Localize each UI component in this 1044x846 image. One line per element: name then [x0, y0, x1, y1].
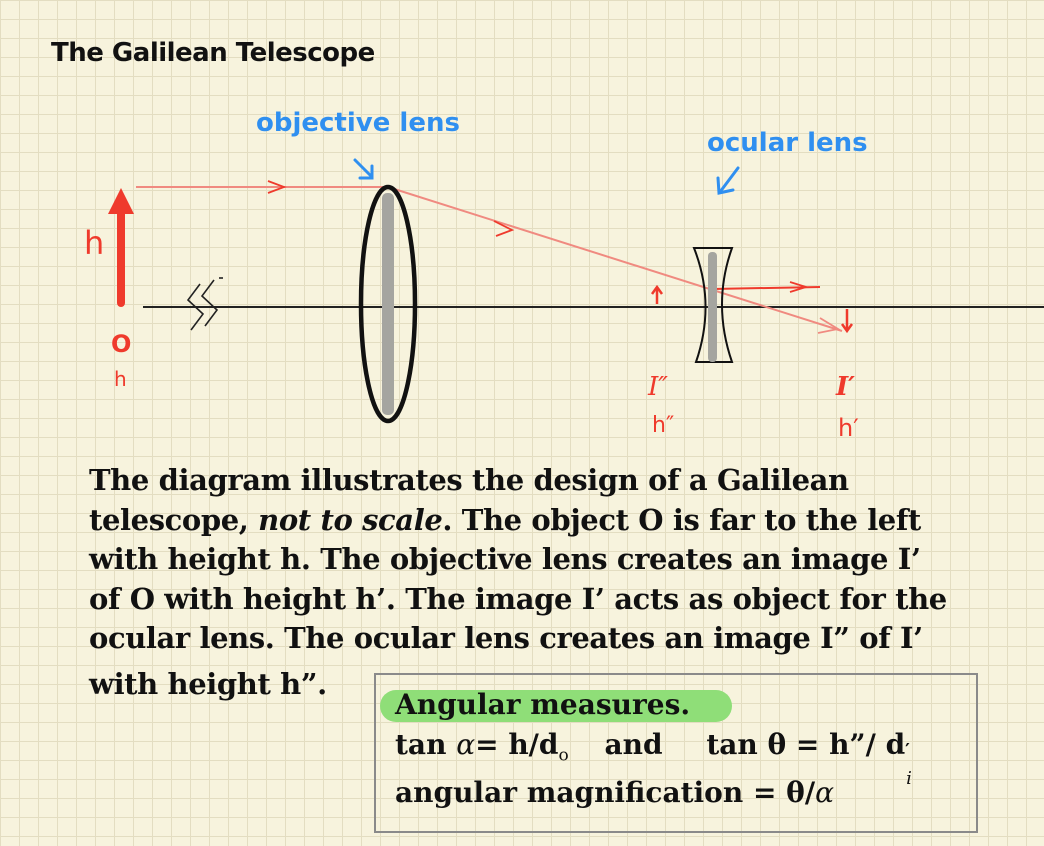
alpha-symbol: α — [456, 728, 476, 761]
description-line: with height h. The objective lens create… — [89, 542, 921, 576]
object-height-label: h — [114, 367, 127, 391]
image2-arrow — [650, 284, 664, 304]
description-paragraph: The diagram illustrates the design of a … — [89, 461, 989, 704]
ocular-lens — [692, 247, 734, 363]
ray-direction-arrow-2 — [493, 220, 515, 237]
objective-lens — [358, 184, 418, 424]
angular-measures-heading: Angular measures. — [395, 688, 691, 721]
ocular-pointer-arrow — [716, 166, 740, 195]
angular-measures-box — [374, 673, 978, 833]
heading-highlight — [380, 690, 732, 722]
not-to-scale-emphasis: not to scale — [258, 502, 443, 537]
image1-arrow — [840, 309, 854, 334]
object-height-side-label: h — [84, 224, 104, 262]
formula-line: tan α= h/do and tan θ = h”/ d′i — [395, 728, 912, 789]
axis-break-mark — [186, 277, 223, 331]
ray-direction-arrow-1 — [267, 180, 287, 194]
image1-height-label: h′ — [838, 414, 859, 442]
ocular-lens-label: ocular lens — [707, 128, 868, 158]
object-label: O — [111, 330, 131, 358]
refracted-ray — [387, 186, 843, 332]
magnification-line: angular magnification = θ/α — [395, 776, 834, 809]
telescope-diagram: h O h I″ h″ I′ h′ — [84, 158, 1044, 442]
objective-pointer-arrow — [353, 158, 374, 180]
description-line: telescope, not to scale. The object O is… — [89, 502, 921, 537]
description-line: with height h”. — [89, 666, 327, 701]
image2-height-label: h″ — [652, 413, 674, 438]
object-arrow-head — [108, 188, 134, 214]
page-title: The Galilean Telescope — [51, 38, 375, 68]
description-line: of O with height h’. The image I’ acts a… — [89, 581, 947, 616]
alpha-symbol: α — [815, 776, 834, 809]
ray-end-arrow — [817, 317, 841, 334]
description-line: ocular lens. The ocular lens creates an … — [89, 621, 923, 655]
image1-label: I′ — [835, 372, 855, 402]
and-word: and — [604, 728, 663, 761]
exit-ray-arrow — [789, 281, 810, 293]
objective-lens-label: objective lens — [256, 108, 460, 138]
image2-label: I″ — [647, 372, 668, 402]
subscript-o: o — [558, 745, 569, 766]
description-line: The diagram illustrates the design of a … — [89, 463, 849, 497]
